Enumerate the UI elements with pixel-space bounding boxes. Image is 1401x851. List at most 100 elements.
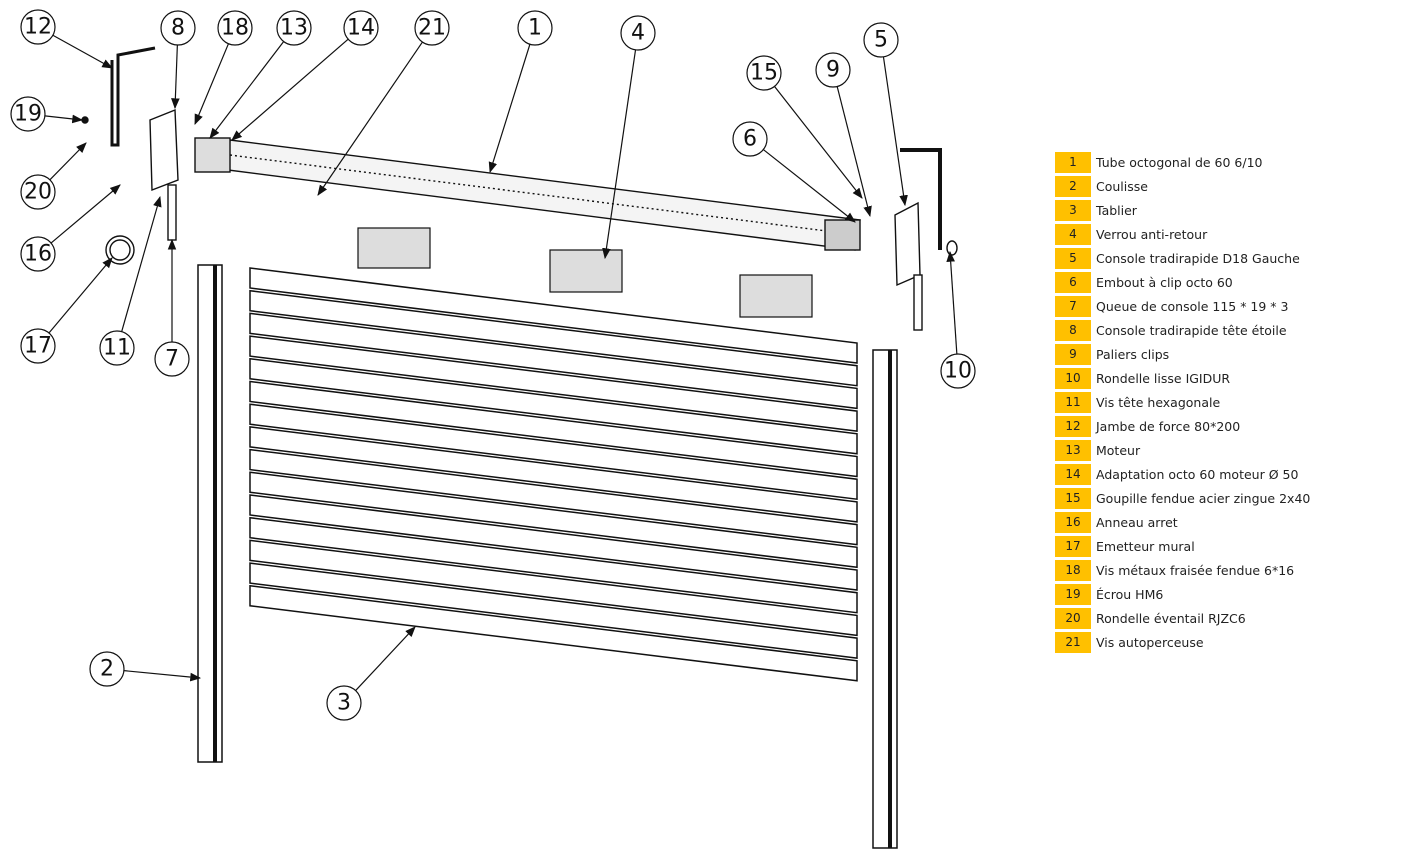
callout-number: 18 <box>221 16 249 41</box>
legend-label: Anneau arret <box>1096 514 1178 530</box>
callout-number: 15 <box>750 61 778 86</box>
legend-number-badge: 6 <box>1055 271 1091 293</box>
legend-label: Emetteur mural <box>1096 538 1195 554</box>
callout-circle <box>732 121 768 157</box>
tablier-slat <box>249 380 858 478</box>
legend-label: Paliers clips <box>1096 346 1170 362</box>
callout-circle <box>276 10 312 46</box>
callout-circle <box>343 10 379 46</box>
legend-row: 3 Tablier <box>1055 198 1310 222</box>
legend-number-badge: 20 <box>1055 607 1091 629</box>
tablier-slat <box>249 426 858 523</box>
leader-line <box>194 43 230 125</box>
tablier-slat <box>249 312 858 410</box>
callout-circle <box>746 55 782 91</box>
callout-circle <box>940 353 976 389</box>
callout-number: 17 <box>24 334 52 359</box>
verrous-anti-retour <box>357 227 813 318</box>
callout-circle <box>620 15 656 51</box>
callout-number: 2 <box>100 657 114 682</box>
callout-circle <box>89 651 125 687</box>
tablier-slat <box>249 494 858 591</box>
leader-line <box>882 56 908 207</box>
legend-number-badge: 17 <box>1055 535 1091 557</box>
callout-8: 8 <box>160 10 196 110</box>
legend-number-badge: 10 <box>1055 367 1091 389</box>
leader-line <box>231 38 349 141</box>
legend-number-badge: 8 <box>1055 319 1091 341</box>
tablier-slat <box>249 267 858 364</box>
tube-octogonal <box>194 137 861 251</box>
callout-circle <box>10 96 46 132</box>
callout-circle <box>414 10 450 46</box>
legend-label: Queue de console 115 * 19 * 3 <box>1096 298 1289 314</box>
legend-number-badge: 7 <box>1055 295 1091 317</box>
callout-number: 8 <box>171 16 185 41</box>
legend-label: Verrou anti-retour <box>1096 226 1208 242</box>
leader-line <box>52 34 113 69</box>
tablier-slat <box>249 539 858 637</box>
legend-number-badge: 14 <box>1055 463 1091 485</box>
callout-number: 6 <box>743 127 757 152</box>
leader-line <box>44 114 84 124</box>
leader-line <box>48 257 113 334</box>
callout-13: 13 <box>209 10 312 139</box>
legend-number-badge: 5 <box>1055 247 1091 269</box>
legend-number-badge: 3 <box>1055 199 1091 221</box>
callout-circle <box>20 9 56 45</box>
callout-number: 14 <box>347 16 375 41</box>
leader-line <box>488 44 531 174</box>
callout-3: 3 <box>326 626 416 721</box>
callout-11: 11 <box>99 195 162 366</box>
legend-label: Vis autoperceuse <box>1096 634 1204 650</box>
leader-line <box>317 41 423 196</box>
leader-line <box>171 44 180 110</box>
tablier-slat <box>249 516 858 614</box>
callout-circle <box>20 328 56 364</box>
tablier-slat <box>249 448 858 546</box>
callout-4: 4 <box>602 15 656 260</box>
callout-number: 21 <box>418 16 446 41</box>
tablier-slat <box>249 584 858 682</box>
tablier-slat <box>249 289 858 387</box>
tablier-slat <box>249 471 858 569</box>
callout-number: 19 <box>14 102 42 127</box>
callout-number: 1 <box>528 16 542 41</box>
legend-row: 17 Emetteur mural <box>1055 534 1310 558</box>
legend-label: Vis tête hexagonale <box>1096 394 1221 410</box>
leader-line <box>209 41 285 139</box>
callout-7: 7 <box>154 238 190 377</box>
leader-line <box>123 670 202 682</box>
callout-circle <box>154 341 190 377</box>
callout-15: 15 <box>746 55 863 199</box>
callout-circle <box>326 685 362 721</box>
callout-circle <box>20 236 56 272</box>
tablier-slat <box>249 403 858 501</box>
legend-label: Embout à clip octo 60 <box>1096 274 1233 290</box>
legend-label: Tablier <box>1096 202 1137 218</box>
callout-circle <box>863 22 899 58</box>
callout-circle <box>160 10 196 46</box>
legend-number-badge: 18 <box>1055 559 1091 581</box>
legend-number-badge: 21 <box>1055 631 1091 653</box>
callout-14: 14 <box>231 10 379 141</box>
legend-number-badge: 12 <box>1055 415 1091 437</box>
callout-number: 20 <box>24 180 52 205</box>
leader-line <box>946 250 958 355</box>
callout-5: 5 <box>863 22 908 207</box>
callout-number: 11 <box>103 336 131 361</box>
tablier-slat <box>249 335 858 432</box>
callout-number: 3 <box>337 691 351 716</box>
